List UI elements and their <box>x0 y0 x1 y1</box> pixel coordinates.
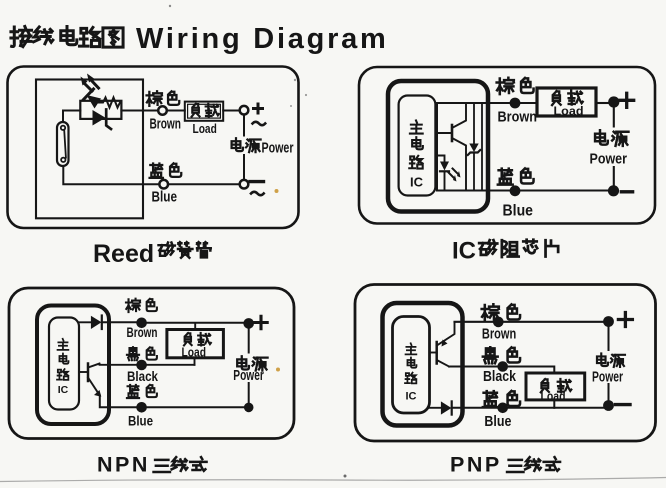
svg-text:Reed: Reed <box>93 240 154 268</box>
svg-text:Load: Load <box>182 345 207 359</box>
svg-text:Wiring Diagram: Wiring Diagram <box>136 23 389 55</box>
svg-text:Black: Black <box>483 369 517 385</box>
svg-text:Blue: Blue <box>503 203 534 220</box>
svg-text:Blue: Blue <box>484 414 511 430</box>
svg-text:IC: IC <box>452 238 476 265</box>
svg-text:Load: Load <box>193 122 217 136</box>
svg-text:Brown: Brown <box>127 325 158 340</box>
svg-text:Brown: Brown <box>482 327 516 343</box>
svg-text:IC: IC <box>406 391 417 403</box>
svg-text:Power: Power <box>592 369 623 385</box>
svg-text:Blue: Blue <box>152 189 178 206</box>
svg-text:Power: Power <box>262 140 294 156</box>
svg-text:IC: IC <box>410 175 424 190</box>
svg-text:NPN: NPN <box>97 453 150 477</box>
svg-text:IC: IC <box>58 384 69 396</box>
svg-text:Load: Load <box>541 389 566 403</box>
svg-text:PNP: PNP <box>450 453 502 477</box>
svg-text:Power: Power <box>590 152 628 168</box>
svg-text:Load: Load <box>554 104 584 118</box>
svg-text:Brown: Brown <box>498 110 538 126</box>
svg-text:Black: Black <box>127 369 158 384</box>
svg-text:Blue: Blue <box>128 414 153 429</box>
svg-text:Power: Power <box>233 368 264 384</box>
svg-text:Brown: Brown <box>150 116 182 133</box>
